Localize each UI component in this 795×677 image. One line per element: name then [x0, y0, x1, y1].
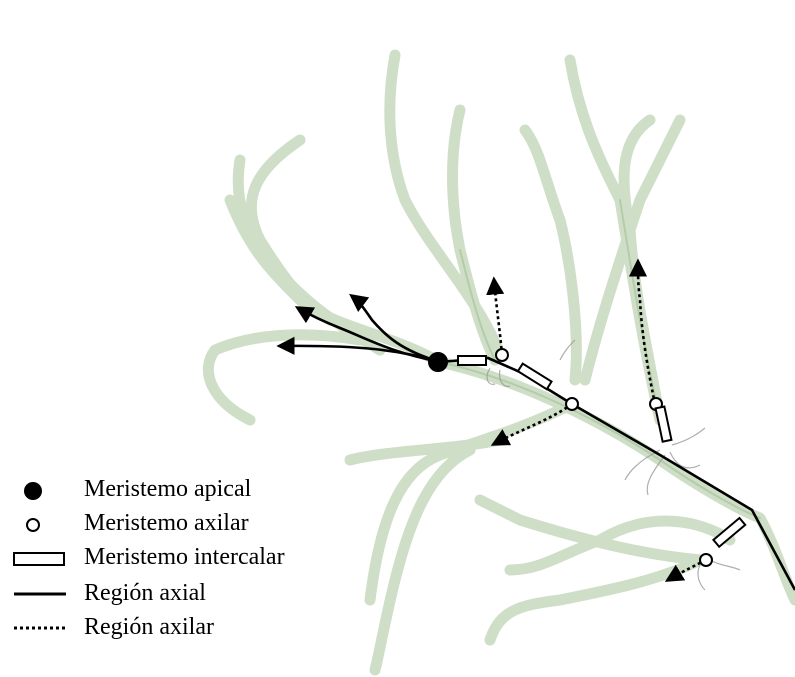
thallus-up-2 [390, 55, 500, 355]
thallus-left-4 [251, 140, 330, 320]
thallus-lower-3 [375, 450, 470, 670]
intercalary-meristem [656, 407, 672, 442]
intercalary-meristem [458, 356, 486, 365]
thallus-main-axis [440, 362, 795, 600]
axial-line-main [440, 358, 795, 590]
thallus-up-3 [525, 130, 576, 380]
rhizoids [487, 340, 740, 590]
axillary-meristem [566, 398, 578, 410]
axillary-meristem [496, 349, 508, 361]
apical-meristem [429, 353, 447, 371]
axillary-meristem [700, 554, 712, 566]
thallus-lower-5 [480, 500, 700, 560]
alga-thalli [208, 55, 795, 670]
